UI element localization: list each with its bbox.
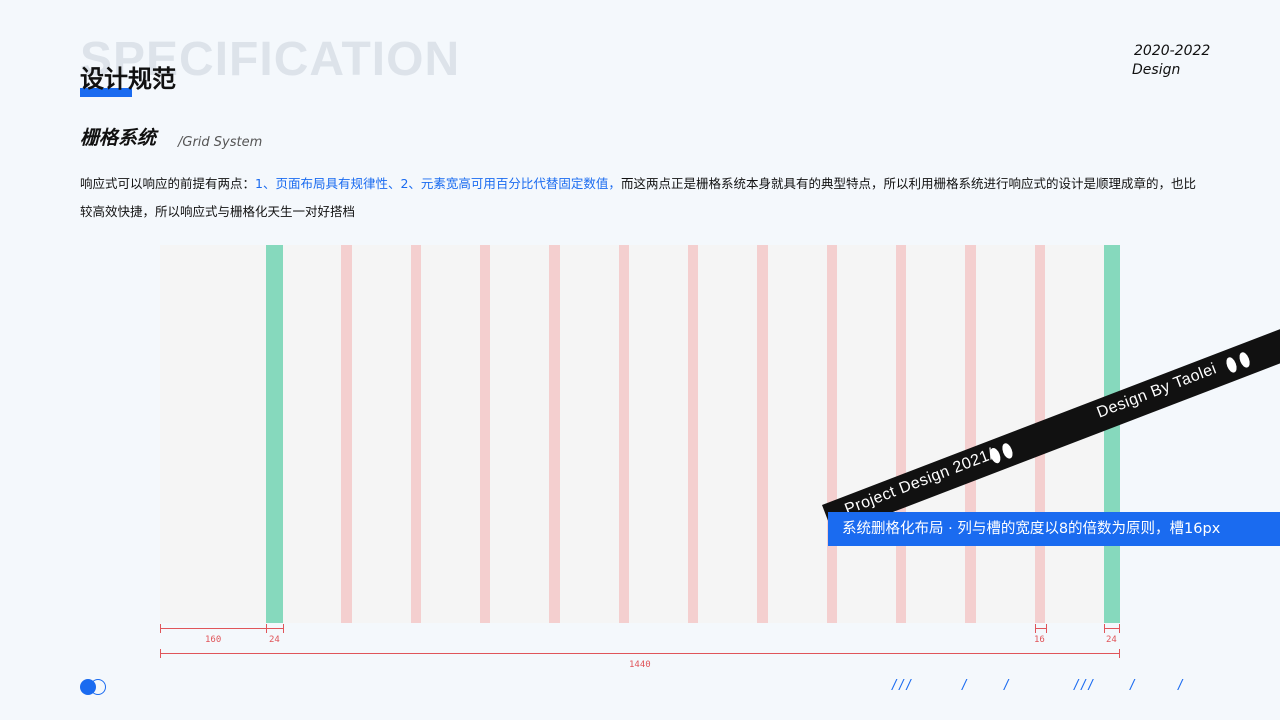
- footer-slashes: /: [962, 677, 970, 694]
- double-circle-logo: [80, 679, 108, 695]
- dim-tick: [1046, 624, 1047, 633]
- dim-line-total: [160, 653, 1120, 654]
- year-subtitle: Design: [1132, 62, 1181, 78]
- dim-tick: [160, 649, 161, 658]
- grid-margin-column-right: [1104, 245, 1120, 623]
- dim-label-total: 1440: [629, 660, 651, 670]
- footer-slashes: /: [1130, 677, 1138, 694]
- year-range: 2020-2022: [1134, 43, 1211, 59]
- eye-icon: [1000, 441, 1015, 461]
- description-part2: 而这两点正是栅格系统本身就具有的典型特点，所以利用栅格系统进行响应式的设计是顺理…: [80, 176, 1196, 219]
- grid-gutter: [480, 245, 490, 623]
- dim-line-gutter: [1035, 628, 1046, 629]
- grid-gutter: [896, 245, 906, 623]
- dim-line-margin-column: [267, 628, 283, 629]
- dim-label-gutter: 16: [1034, 635, 1045, 645]
- dim-tick: [1104, 624, 1105, 633]
- logo-circle-outline: [90, 679, 106, 695]
- dim-label-margin-column: 24: [269, 635, 280, 645]
- footer-slashes: /: [1178, 677, 1186, 694]
- eye-icon: [1237, 350, 1252, 370]
- grid-gutter: [341, 245, 352, 623]
- dim-label-right-column: 24: [1106, 635, 1117, 645]
- description-part1: 响应式可以响应的前提有两点：: [80, 176, 256, 191]
- eye-icon: [1224, 355, 1239, 375]
- grid-margin-column-left: [266, 245, 283, 623]
- title-accent-bar: [80, 88, 132, 97]
- grid-rule-tag: 系统删格化布局 · 列与槽的宽度以8的倍数为原则，槽16px: [828, 512, 1280, 546]
- dim-tick: [266, 624, 267, 633]
- footer-slashes: ///: [1074, 677, 1096, 694]
- grid-gutter: [549, 245, 560, 623]
- dim-tick: [283, 624, 284, 633]
- dim-tick: [1119, 649, 1120, 658]
- footer-slashes: ///: [892, 677, 914, 694]
- dim-label-left-margin: 160: [205, 635, 222, 645]
- section-title: 栅格系统: [80, 127, 157, 149]
- page-title: 设计规范: [80, 65, 176, 93]
- grid-gutter: [757, 245, 768, 623]
- section-watermark: SPECIFICATION: [80, 33, 461, 86]
- dim-tick: [1119, 624, 1120, 633]
- grid-gutter: [688, 245, 698, 623]
- grid-gutter: [827, 245, 837, 623]
- description-highlight: 1、页面布局具有规律性、2、元素宽高可用百分比代替固定数值，: [255, 176, 621, 191]
- dim-tick: [1035, 624, 1036, 633]
- description-paragraph: 响应式可以响应的前提有两点：1、页面布局具有规律性、2、元素宽高可用百分比代替固…: [80, 170, 1205, 226]
- grid-gutter: [965, 245, 976, 623]
- grid-gutter: [619, 245, 629, 623]
- dim-line-left-margin: [160, 628, 266, 629]
- grid-diagram: [160, 245, 1120, 623]
- grid-gutter: [411, 245, 421, 623]
- dim-tick: [160, 624, 161, 633]
- section-title-en: /Grid System: [178, 135, 263, 150]
- footer-slashes: /: [1004, 677, 1012, 694]
- dim-line-right-column: [1104, 628, 1120, 629]
